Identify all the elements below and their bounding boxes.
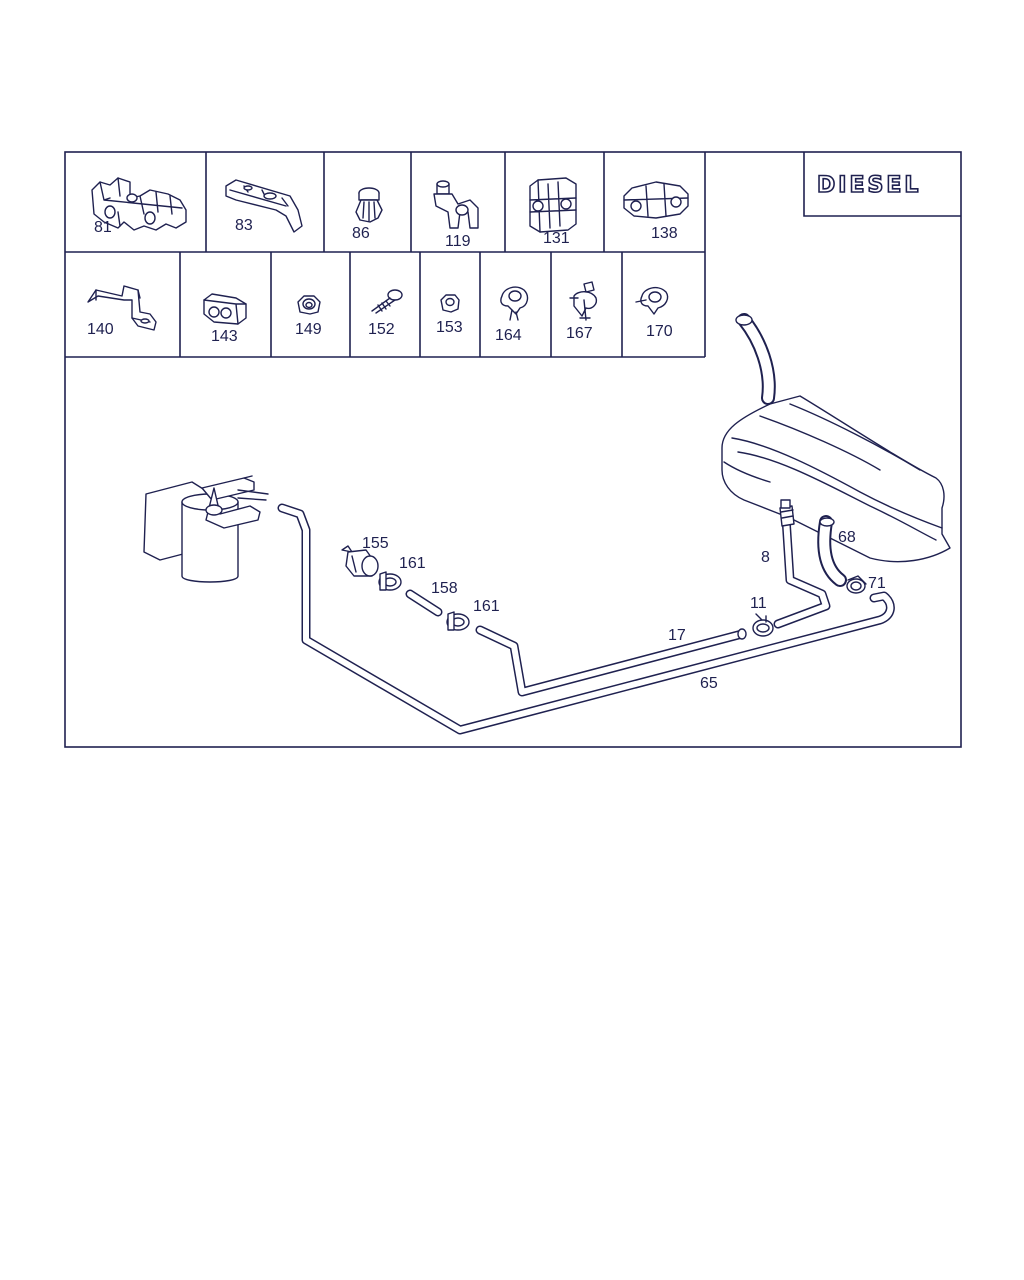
label-83: 83 [235, 217, 253, 234]
label-153: 153 [436, 319, 463, 336]
inline-filter-155-icon [341, 545, 379, 577]
clip-81-icon [91, 177, 187, 231]
bracket-140-icon [87, 285, 157, 331]
label-71: 71 [868, 575, 886, 592]
label-140: 140 [87, 321, 114, 338]
fuel-tank-icon [721, 313, 951, 563]
clamp-119-icon [433, 180, 479, 229]
label-138: 138 [651, 225, 678, 242]
clamp-161-b-icon [446, 611, 470, 631]
grommet-143-icon [203, 293, 247, 325]
block-131-icon [529, 177, 577, 233]
label-11: 11 [750, 595, 767, 612]
clamp-71-icon [846, 575, 867, 594]
fuel-line-65 [277, 503, 895, 735]
fuel-filter-icon [143, 475, 269, 583]
label-65: 65 [700, 675, 718, 692]
clip-170-icon [635, 286, 669, 315]
label-158: 158 [431, 580, 458, 597]
label-143: 143 [211, 328, 238, 345]
screw-152-icon [371, 289, 403, 314]
parts-row1-labels: 81 83 86 119 131 138 [94, 217, 678, 250]
bracket-83-icon [225, 179, 303, 233]
label-149: 149 [295, 321, 322, 338]
clamp-11-icon [752, 613, 774, 637]
clamp-161-icon [378, 571, 402, 591]
block-138-icon [623, 181, 689, 219]
label-161-b: 161 [473, 598, 500, 615]
diesel-badge-text: DIESEL [817, 173, 921, 198]
hose-158-icon [405, 589, 443, 617]
clip-164-icon [500, 286, 529, 321]
label-8: 8 [761, 549, 770, 566]
label-152: 152 [368, 321, 395, 338]
label-131: 131 [543, 230, 570, 247]
fuel-line-8 [773, 499, 831, 629]
nut-149-icon [297, 295, 321, 315]
label-81: 81 [94, 219, 112, 236]
label-155: 155 [362, 535, 389, 552]
label-167: 167 [566, 325, 593, 342]
diesel-badge: DIESEL [803, 152, 961, 217]
plug-86-icon [355, 187, 383, 223]
hose-68 [817, 515, 847, 587]
label-170: 170 [646, 323, 673, 340]
label-17: 17 [668, 627, 686, 644]
assembly-labels: 155 161 158 161 17 65 8 11 68 71 [362, 529, 886, 692]
clip-167-icon [569, 281, 598, 321]
label-68: 68 [838, 529, 856, 546]
parts-row2-labels: 140 143 149 152 153 164 167 170 [87, 319, 673, 345]
fuel-line-17 [475, 625, 747, 697]
label-119: 119 [445, 233, 471, 250]
parts-grid [65, 152, 706, 358]
label-161: 161 [399, 555, 426, 572]
label-86: 86 [352, 225, 370, 242]
nut-153-icon [440, 294, 460, 313]
diagram-frame [64, 151, 962, 748]
label-164: 164 [495, 327, 522, 344]
